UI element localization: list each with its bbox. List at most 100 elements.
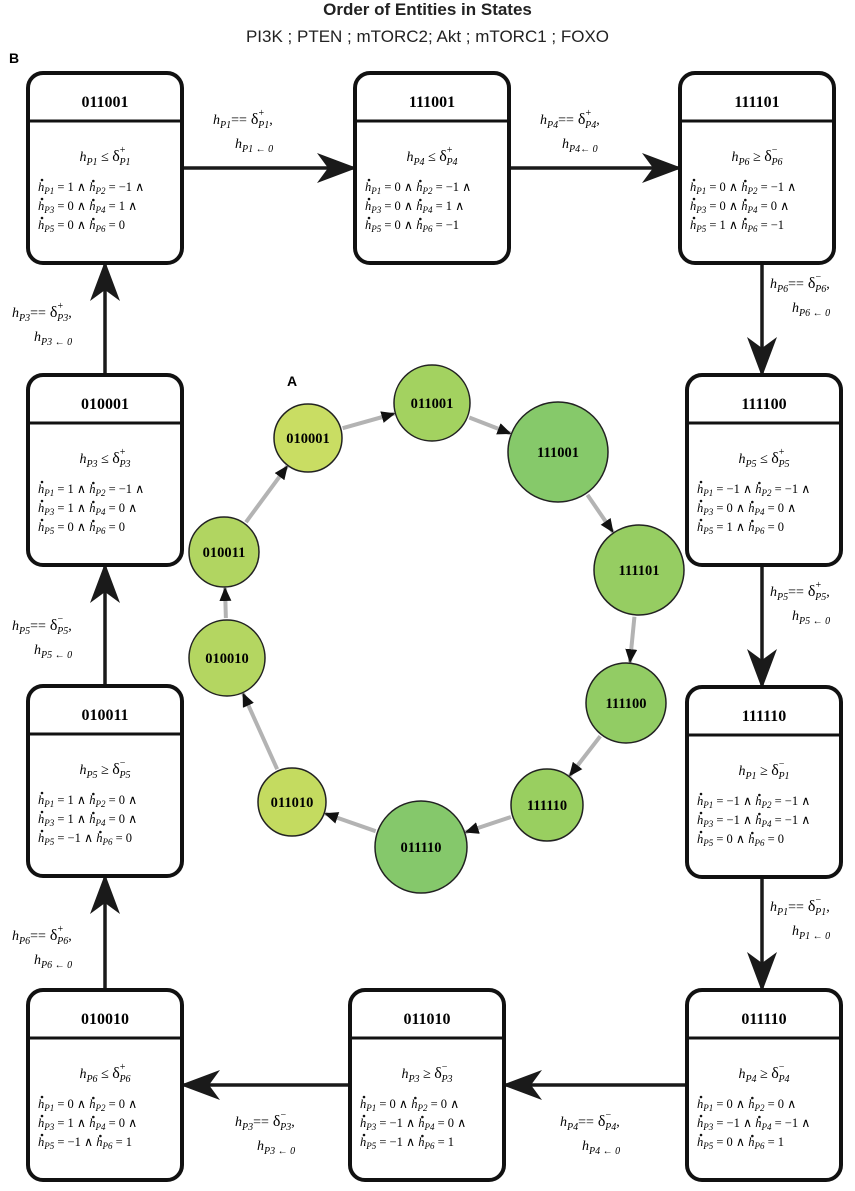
derivative-dot	[751, 519, 754, 523]
ring-edge	[342, 411, 396, 431]
transition-3: hP6== δ−P6,hP6 ← 0	[747, 263, 830, 377]
state-name: 010011	[81, 707, 128, 724]
diagram-title: Order of Entities in States	[323, 0, 532, 19]
derivative-dot	[99, 830, 102, 834]
state-derivative-row: hP5 = 0 ∧ hP6 = 0	[38, 218, 125, 234]
cycle-ring: 0100010110011110011111011111001111100111…	[188, 364, 685, 894]
state-derivative-row: hP3 = 0 ∧ hP4 = 1 ∧	[365, 199, 464, 215]
derivative-dot	[692, 216, 696, 220]
derivative-dot	[362, 1133, 366, 1137]
ring-node-011110: 011110	[374, 800, 468, 894]
ring-node-circle	[188, 516, 260, 588]
state-invariant: hP6 ≥ δ−P6	[731, 145, 782, 168]
state-invariant: hP5 ≤ δ+P5	[738, 447, 789, 470]
derivative-dot	[40, 810, 44, 814]
transition-guard: hP6== δ−P6,	[770, 272, 830, 295]
derivative-dot	[758, 793, 761, 797]
derivative-dot	[367, 197, 371, 201]
derivative-dot	[699, 499, 703, 503]
transition-reset: hP3 ← 0	[257, 1139, 295, 1157]
ring-node-label: 111101	[618, 563, 659, 579]
derivative-dot	[99, 1134, 102, 1138]
transition-guard: hP5== δ−P5,	[12, 614, 72, 637]
derivative-dot	[699, 830, 703, 834]
derivative-dot	[92, 792, 95, 796]
transition-guard: hP4== δ−P4,	[560, 1110, 620, 1133]
derivative-dot	[751, 500, 754, 504]
state-derivative-row: hP3 = 0 ∧ hP4 = 1 ∧	[38, 199, 137, 215]
state-name: 011110	[741, 1011, 786, 1028]
state-derivative-row: hP3 = −1 ∧ hP4 = −1 ∧	[697, 813, 810, 829]
panel-label-a: A	[287, 373, 297, 389]
transition-1: hP1== δ+P1, hP1 ← 0	[182, 108, 357, 183]
derivative-dot	[699, 1133, 703, 1137]
state-derivative-row: hP1 = 0 ∧ hP2 = −1 ∧	[365, 180, 471, 196]
derivative-dot	[40, 791, 44, 795]
state-derivative-row: hP3 = −1 ∧ hP4 = −1 ∧	[697, 1116, 810, 1132]
derivative-dot	[692, 178, 696, 182]
derivative-dot	[419, 217, 422, 221]
derivative-dot	[699, 518, 703, 522]
derivative-dot	[699, 811, 703, 815]
state-derivative-row: hP1 = 0 ∧ hP2 = 0 ∧	[697, 1097, 796, 1113]
transition-5: hP1== δ−P1,hP1 ← 0	[747, 877, 830, 992]
derivative-dot	[40, 829, 44, 833]
derivative-dot	[92, 198, 95, 202]
ring-edge	[324, 811, 377, 834]
state-derivative-row: hP1 = 0 ∧ hP2 = 0 ∧	[38, 1097, 137, 1113]
derivative-dot	[40, 499, 44, 503]
derivative-dot	[744, 198, 747, 202]
ring-node-label: 111110	[527, 798, 567, 814]
derivative-dot	[92, 179, 95, 183]
derivative-dot	[40, 518, 44, 522]
transition-9: hP5== δ−P5,hP5 ← 0	[12, 563, 120, 686]
transition-guard: hP1== δ+P1,	[213, 108, 273, 131]
state-derivative-row: hP1 = −1 ∧ hP2 = −1 ∧	[697, 482, 810, 498]
derivative-dot	[362, 1114, 366, 1118]
state-name: 111001	[409, 94, 455, 111]
derivative-dot	[40, 1114, 44, 1118]
derivative-dot	[40, 1133, 44, 1137]
ring-edge	[219, 586, 232, 619]
transition-reset: hP1 ← 0	[235, 137, 273, 155]
state-derivative-row: hP1 = −1 ∧ hP2 = −1 ∧	[697, 794, 810, 810]
ring-node-circle	[273, 403, 343, 473]
state-derivative-row: hP5 = −1 ∧ hP6 = 0	[38, 831, 132, 847]
derivative-dot	[419, 198, 422, 202]
ring-node-label: 111001	[537, 445, 579, 461]
transition-reset: hP4← 0	[562, 137, 598, 155]
derivative-dot	[40, 178, 44, 182]
transition-guard: hP3== δ−P3,	[235, 1110, 295, 1133]
ring-node-circle	[510, 768, 584, 842]
derivative-dot	[419, 179, 422, 183]
ring-edge	[464, 815, 512, 835]
transition-8: hP6== δ+P6,hP6 ← 0	[12, 874, 120, 990]
ring-node-circle	[393, 364, 471, 442]
ring-node-label: 010010	[205, 651, 249, 667]
derivative-dot	[421, 1134, 424, 1138]
transition-reset: hP3 ← 0	[34, 330, 72, 348]
transition-guard: hP3== δ+P3,	[12, 301, 72, 324]
state-derivative-row: hP3 = 0 ∧ hP4 = 0 ∧	[697, 501, 796, 517]
state-name: 111100	[741, 396, 786, 413]
ring-node-111100: 111100	[585, 662, 667, 744]
state-name: 010010	[81, 1011, 129, 1028]
derivative-dot	[92, 481, 95, 485]
state-derivative-row: hP1 = 1 ∧ hP2 = −1 ∧	[38, 180, 144, 196]
state-derivative-row: hP3 = 1 ∧ hP4 = 0 ∧	[38, 1116, 137, 1132]
ring-node-111110: 111110	[510, 768, 584, 842]
derivative-dot	[744, 179, 747, 183]
state-derivative-row: hP5 = 0 ∧ hP6 = −1	[365, 218, 459, 234]
derivative-dot	[751, 1096, 754, 1100]
derivative-dot	[699, 1095, 703, 1099]
ring-node-111001: 111001	[507, 401, 609, 503]
